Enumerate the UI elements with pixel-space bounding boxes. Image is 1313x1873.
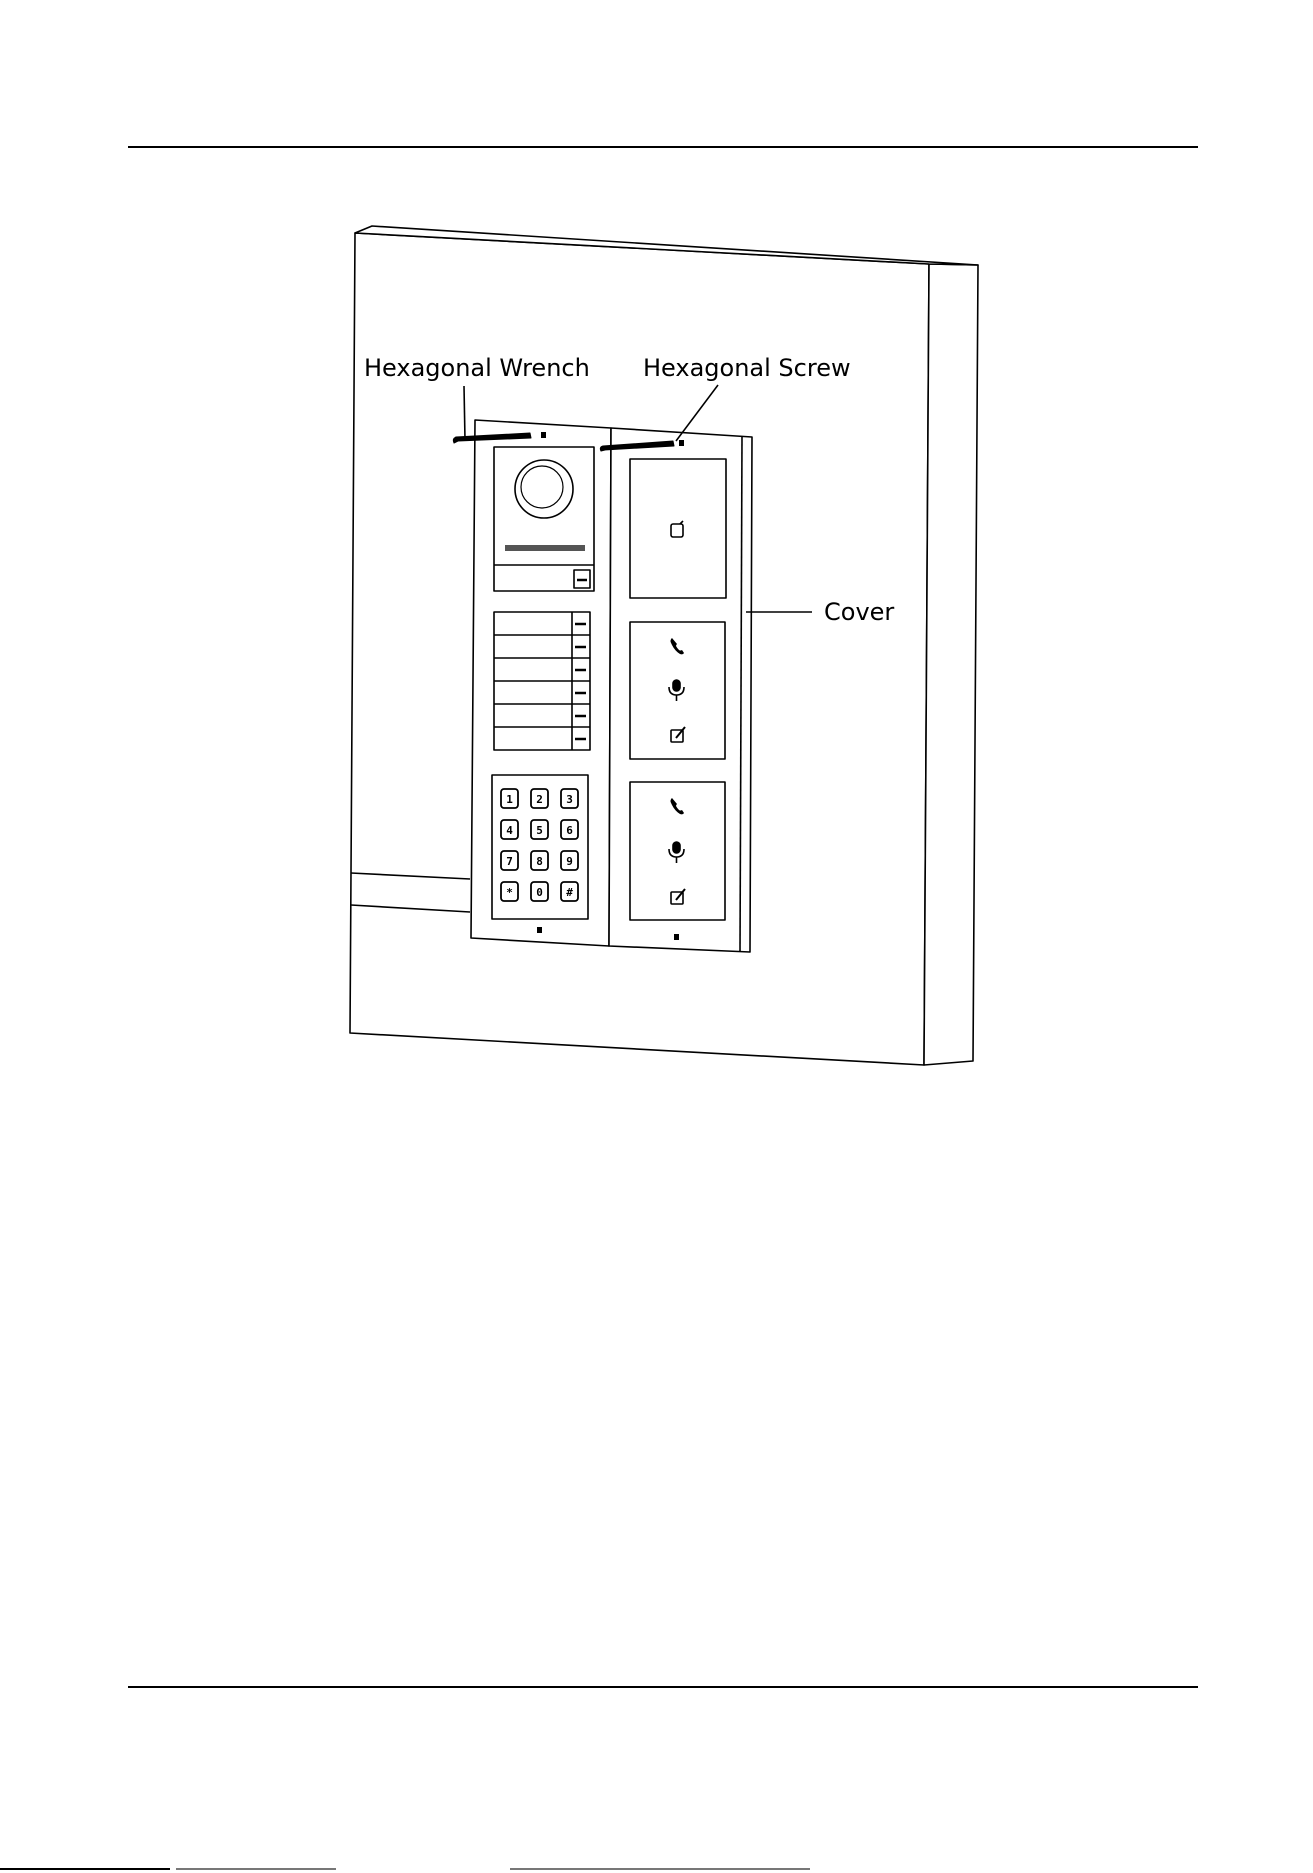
wrench-label: Hexagonal Wrench bbox=[364, 354, 590, 382]
key-label: 2 bbox=[536, 793, 543, 806]
screw-hole-top-left bbox=[541, 432, 546, 438]
wall-side-face bbox=[924, 264, 978, 1065]
key-label: 9 bbox=[566, 855, 573, 868]
screw-hole-bottom-left bbox=[537, 927, 542, 933]
key-label: 1 bbox=[506, 793, 513, 806]
screw-hole-top-right bbox=[679, 440, 684, 446]
key-label: 6 bbox=[566, 824, 573, 837]
key-label: 0 bbox=[536, 886, 543, 899]
screw-label: Hexagonal Screw bbox=[643, 354, 851, 382]
cropped-footer-text bbox=[0, 1866, 1313, 1873]
speaker-grille bbox=[505, 545, 585, 551]
cover-label: Cover bbox=[824, 598, 894, 626]
installation-figure: 1 2 3 4 5 6 7 8 9 * 0 # bbox=[0, 0, 1313, 1100]
key-label: 5 bbox=[536, 824, 543, 837]
footer-rule bbox=[128, 1686, 1198, 1688]
wrench-leader-line bbox=[464, 386, 465, 440]
name-buttons-panel bbox=[494, 612, 590, 750]
key-label: 8 bbox=[536, 855, 543, 868]
key-label: 3 bbox=[566, 793, 573, 806]
screw-hole-bottom-right bbox=[674, 934, 679, 940]
key-label: 4 bbox=[506, 824, 513, 837]
key-label: # bbox=[566, 886, 573, 899]
key-label: 7 bbox=[506, 855, 513, 868]
card-reader-panel bbox=[630, 459, 726, 598]
key-label: * bbox=[506, 886, 513, 899]
